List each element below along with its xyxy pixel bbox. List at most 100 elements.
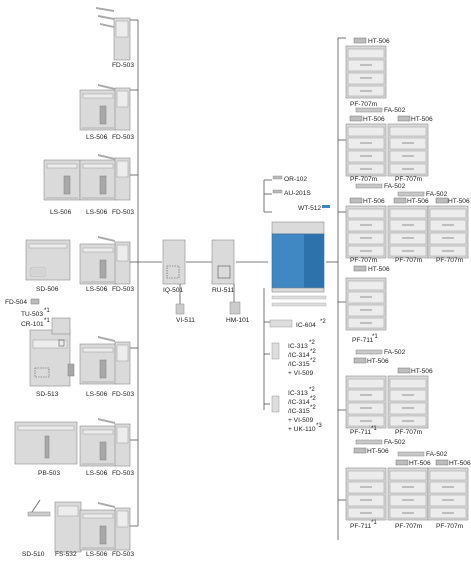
fd-trays-icon	[98, 336, 115, 342]
ic-313-icon	[271, 342, 280, 360]
pf-row-3: FA-502 FA-502 HT-506 HT-506 HT-506 PF-70…	[345, 183, 470, 264]
fd-503-machine	[114, 507, 131, 551]
fd-503-machine	[114, 157, 131, 201]
fd-trays-icon	[98, 502, 115, 508]
label-au-201s: AU-201S	[284, 190, 311, 197]
pf-row-4: HT-506 PF-711 *1	[345, 265, 390, 344]
finisher-row-4: SD-506 LS-506 FD-503	[25, 236, 134, 293]
label-fd-503: FD-503	[112, 551, 134, 558]
label-pf-707m: PF-707m	[395, 257, 423, 264]
au-201s-icon	[272, 189, 283, 194]
ht-506-icon	[353, 447, 367, 454]
ht-506-icon	[397, 115, 411, 122]
pf-707m-machine	[387, 467, 429, 521]
controller-options: IC-604 *2 IC-313 *2 /IC-314 *2 /IC-315 *…	[263, 288, 326, 433]
label-ht-506: HT-506	[407, 198, 429, 205]
note-ic-313: *2	[309, 339, 315, 346]
main-engine: OR-102 AU-201S WT-512	[263, 175, 330, 307]
finisher-row-7: SD-510 FS-532 LS-506 FD-503	[22, 499, 134, 558]
engine-base-icon	[271, 295, 327, 300]
note-ic-315: *2	[310, 357, 316, 364]
pf-row-2: FA-502 HT-506 HT-506 PF-707m PF-707m	[345, 107, 433, 183]
fd-trays-icon	[98, 236, 115, 242]
fd-503-machine	[114, 87, 131, 131]
finisher-row-1: FD-503	[96, 7, 134, 69]
label-ls-506: LS-506	[86, 470, 108, 477]
pf-711-machine	[345, 375, 387, 429]
label-fd-503: FD-503	[112, 134, 134, 141]
sd-510-tray-icon	[27, 499, 51, 517]
label-ht-506: HT-506	[449, 460, 471, 467]
paper-feeder-options: HT-506 PF-707m FA-502 HT-506 HT-506 PF-7…	[326, 37, 471, 540]
note-ic-313: *2	[309, 386, 315, 393]
note-uk-110: *3	[316, 422, 322, 429]
label-fa-502: FA-502	[426, 451, 448, 458]
label-ht-506: HT-506	[411, 368, 433, 375]
ht-506-icon	[435, 197, 449, 204]
label-ht-506: HT-506	[448, 198, 470, 205]
label-pf-711: PF-711	[350, 523, 371, 530]
ht-506-icon	[353, 37, 367, 44]
fa-502-icon	[355, 183, 383, 189]
inline-modules: IQ-501 VI-511 RU-511 HM-101	[162, 239, 268, 324]
note-pf-711: *1	[372, 333, 378, 340]
sd-506-machine	[25, 239, 71, 281]
fa-502-icon	[355, 439, 383, 445]
pb-503-machine	[14, 421, 78, 465]
fa-502-icon	[355, 349, 383, 355]
note-tu-503: *1	[44, 307, 50, 314]
pf-row-1: HT-506 PF-707m	[345, 37, 390, 108]
label-cr-101: CR-101	[21, 321, 44, 328]
fd-trays-icon	[96, 7, 114, 28]
label-vi-509: + VI-509	[288, 370, 313, 377]
finisher-row-5: FD-504 TU-503 *1 CR-101 *1 SD-513	[5, 298, 134, 398]
pf-707m-machine	[387, 205, 429, 259]
ru-511-machine	[211, 239, 235, 285]
label-iq-501: IQ-501	[163, 287, 183, 294]
ht-506-icon	[393, 197, 407, 204]
ht-506-icon	[397, 367, 411, 374]
label-sd-513: SD-513	[36, 391, 59, 398]
fa-502-icon	[397, 191, 425, 197]
label-uk-110: + UK-110	[288, 426, 316, 433]
note-pf-711: *1	[371, 519, 377, 526]
label-ls-506: LS-506	[86, 209, 108, 216]
label-pf-707m: PF-707m	[395, 429, 423, 436]
label-ru-511: RU-511	[212, 287, 235, 294]
label-vi-509: + VI-509	[288, 417, 313, 424]
label-pf-707m: PF-707m	[436, 523, 464, 530]
label-pf-707m: PF-707m	[350, 101, 378, 108]
engine-base-icon	[271, 302, 327, 307]
ht-506-icon	[353, 357, 367, 364]
pf-707m-machine	[387, 123, 429, 177]
or-102-icon	[272, 175, 283, 180]
label-wt-512: WT-512	[298, 205, 321, 212]
note-pf-711: *1	[371, 425, 377, 432]
ic-604-icon	[269, 319, 293, 328]
label-pf-707m: PF-707m	[395, 523, 423, 530]
fd-trays-icon	[98, 154, 115, 160]
label-hm-101: HM-101	[226, 317, 250, 324]
printer-body	[271, 221, 325, 293]
fa-502-icon	[355, 107, 383, 113]
ht-506-icon	[349, 197, 363, 204]
finisher-options: FD-503 LS-506 FD-503 LS-506 LS-506 FD-5	[5, 7, 162, 558]
label-ht-506: HT-506	[409, 460, 431, 467]
label-pf-707m: PF-707m	[350, 176, 378, 183]
pf-711-machine	[345, 277, 387, 331]
label-fd-503: FD-503	[112, 391, 134, 398]
label-ht-506: HT-506	[367, 448, 389, 455]
label-pf-711: PF-711	[350, 429, 371, 436]
label-ht-506: HT-506	[363, 198, 385, 205]
fd-503-machine	[113, 17, 131, 61]
label-ls-506: LS-506	[86, 551, 108, 558]
label-ic-313: IC-313	[288, 390, 308, 397]
label-pb-503: PB-503	[38, 470, 60, 477]
label-fa-502: FA-502	[384, 107, 406, 114]
ht-506-icon	[435, 459, 449, 466]
label-fd-503: FD-503	[112, 62, 134, 69]
label-fa-502: FA-502	[426, 191, 448, 198]
ls-506-machine	[79, 159, 117, 201]
ls-506-machine	[79, 509, 117, 551]
note-cr-101: *1	[44, 317, 50, 324]
